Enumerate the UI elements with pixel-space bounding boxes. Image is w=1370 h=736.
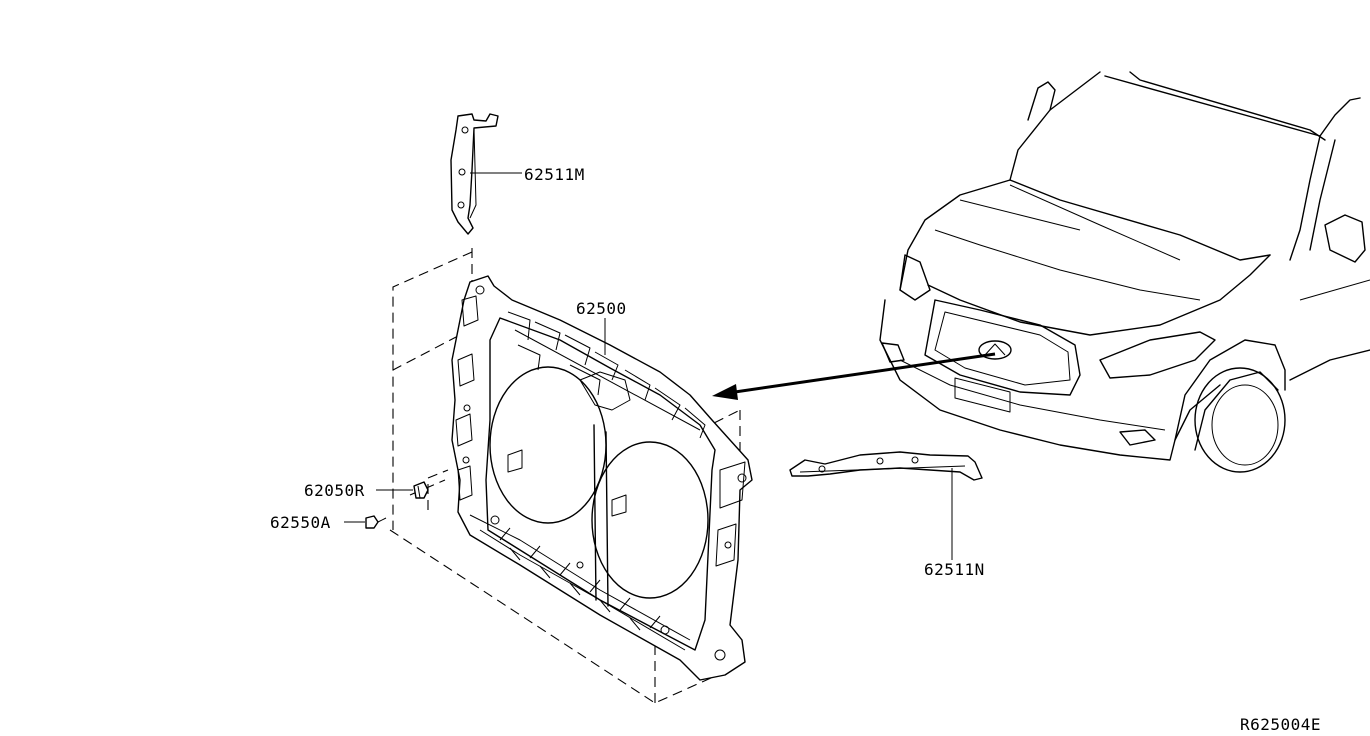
clip-62050r[interactable] xyxy=(413,481,429,499)
bracket-62511m[interactable] xyxy=(450,113,499,235)
label-62550a[interactable]: 62550A xyxy=(270,513,331,532)
location-arrow xyxy=(712,352,996,400)
label-62500[interactable]: 62500 xyxy=(576,299,627,318)
bolt-62550a[interactable] xyxy=(365,515,387,529)
vehicle-front-view xyxy=(879,71,1370,473)
radiator-core-support-62500[interactable] xyxy=(451,275,753,681)
bracket-62511n[interactable] xyxy=(789,451,983,481)
label-62050r[interactable]: 62050R xyxy=(304,481,365,500)
label-62511m[interactable]: 62511M xyxy=(524,165,585,184)
drawing-id: R625004E xyxy=(1240,715,1321,734)
label-62511n[interactable]: 62511N xyxy=(924,560,985,579)
